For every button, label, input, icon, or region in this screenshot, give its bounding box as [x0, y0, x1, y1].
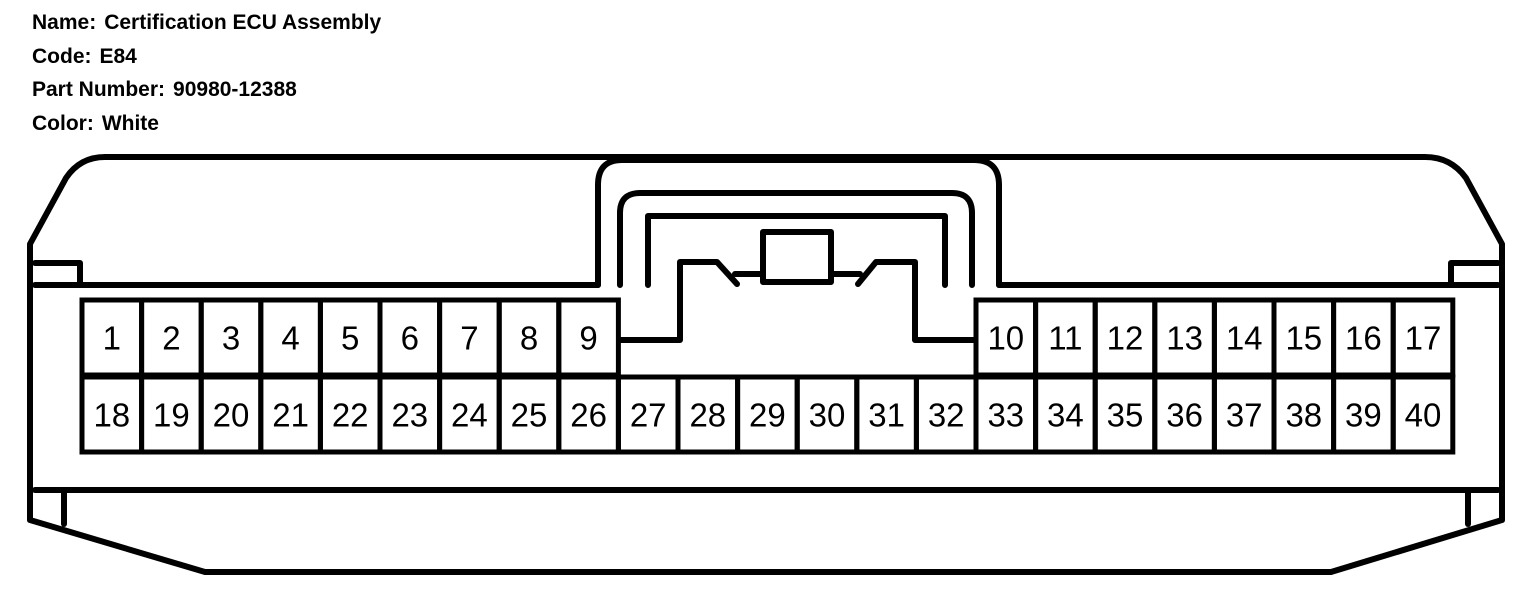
pin-number: 4 — [281, 320, 299, 357]
pin-number: 32 — [928, 397, 965, 434]
part-number-label: Part Number: — [32, 78, 166, 101]
pin-number: 19 — [153, 397, 190, 434]
connector-info: Name: Certification ECU Assembly Code: E84… — [32, 6, 381, 140]
pin-number: 16 — [1345, 320, 1382, 357]
pin-number: 29 — [749, 397, 786, 434]
pin-number: 3 — [222, 320, 240, 357]
pin-number: 27 — [630, 397, 667, 434]
pin-number: 24 — [451, 397, 488, 434]
pin-number: 35 — [1107, 397, 1144, 434]
pin-number: 20 — [213, 397, 250, 434]
pin-number: 22 — [332, 397, 369, 434]
connector-code: E84 — [99, 44, 137, 68]
pin-number: 30 — [809, 397, 846, 434]
pin-number: 8 — [520, 320, 538, 357]
lock-inner — [617, 259, 978, 343]
pin-number: 13 — [1166, 320, 1203, 357]
left-top-tab — [32, 260, 83, 288]
pin-number: 25 — [511, 397, 548, 434]
pin-number: 34 — [1047, 397, 1084, 434]
pin-number: 2 — [162, 320, 180, 357]
pin-number: 10 — [987, 320, 1024, 357]
lock-lever — [645, 213, 948, 288]
pin-number: 7 — [460, 320, 478, 357]
color-label: Color: — [32, 111, 94, 135]
pin-cell — [1390, 374, 1456, 455]
pin-number: 9 — [579, 320, 597, 357]
connector-name: Certification ECU Assembly — [104, 11, 382, 34]
pin-number: 26 — [570, 397, 607, 434]
pin-number: 28 — [689, 397, 726, 434]
pin-number: 1 — [103, 320, 121, 357]
code-label: Code: — [32, 44, 92, 68]
pin-number: 12 — [1107, 320, 1144, 357]
pin-number: 31 — [868, 397, 905, 434]
pin-number: 23 — [391, 397, 428, 434]
part-number-row: Part Number: 90980-12388 — [32, 73, 381, 107]
pin-number: 40 — [1405, 397, 1442, 434]
pin-number: 5 — [341, 320, 359, 357]
connector-color: White — [101, 111, 159, 135]
pin-number: 11 — [1048, 320, 1082, 357]
lock-tab — [760, 229, 834, 285]
name-row: Name: Certification ECU Assembly — [32, 6, 381, 40]
pin-number: 39 — [1345, 397, 1382, 434]
color-row: Color: White — [32, 107, 381, 141]
pin-number: 15 — [1285, 320, 1322, 357]
lock-housing — [595, 157, 1002, 288]
pin-number: 6 — [401, 320, 419, 357]
pin-number: 38 — [1285, 397, 1322, 434]
pin-number: 21 — [272, 397, 309, 434]
pin-number: 18 — [93, 397, 130, 434]
name-label: Name: — [32, 11, 97, 34]
pin-number: 14 — [1226, 320, 1263, 357]
right-top-tab — [1448, 260, 1501, 288]
code-row: Code: E84 — [32, 40, 381, 74]
part-number: 90980-12388 — [173, 78, 297, 101]
pin-number: 17 — [1405, 320, 1442, 357]
pin-number: 37 — [1226, 397, 1263, 434]
pin-number: 33 — [987, 397, 1024, 434]
connector-housing-outline — [27, 154, 1505, 575]
pin-number: 36 — [1166, 397, 1203, 434]
lock-frame — [617, 190, 975, 288]
